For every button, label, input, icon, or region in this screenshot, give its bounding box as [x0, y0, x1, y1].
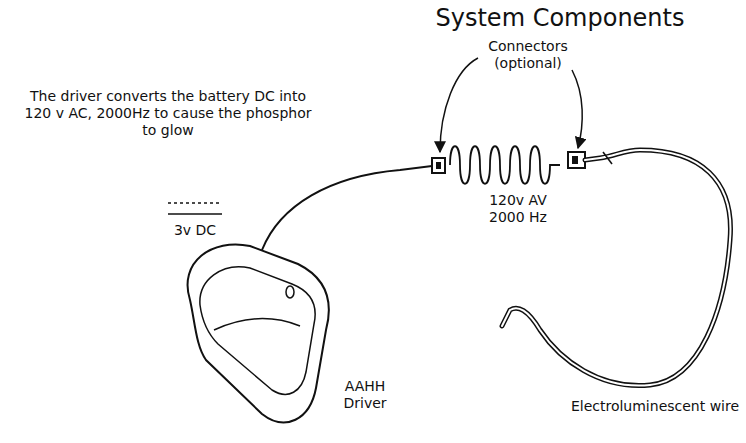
driver-body: [188, 244, 329, 422]
leader-arrows: [440, 58, 582, 152]
voltage-label: 3v DC: [160, 222, 230, 239]
signal-label: 120v AV 2000 Hz: [478, 192, 558, 226]
dc-symbol: [168, 203, 222, 214]
left-connector: [432, 158, 445, 173]
ac-waveform: [450, 146, 560, 184]
driver-cable: [262, 166, 432, 250]
right-connector: [568, 152, 585, 168]
part-name: AAHH Driver: [330, 378, 400, 412]
driver-note: The driver converts the battery DC into …: [18, 88, 318, 139]
part-name: Electroluminescent wire: [570, 398, 740, 415]
connector-label: Connectors (optional): [478, 38, 578, 72]
diagram-title: System Components: [390, 4, 730, 32]
el-wire: [502, 150, 730, 386]
